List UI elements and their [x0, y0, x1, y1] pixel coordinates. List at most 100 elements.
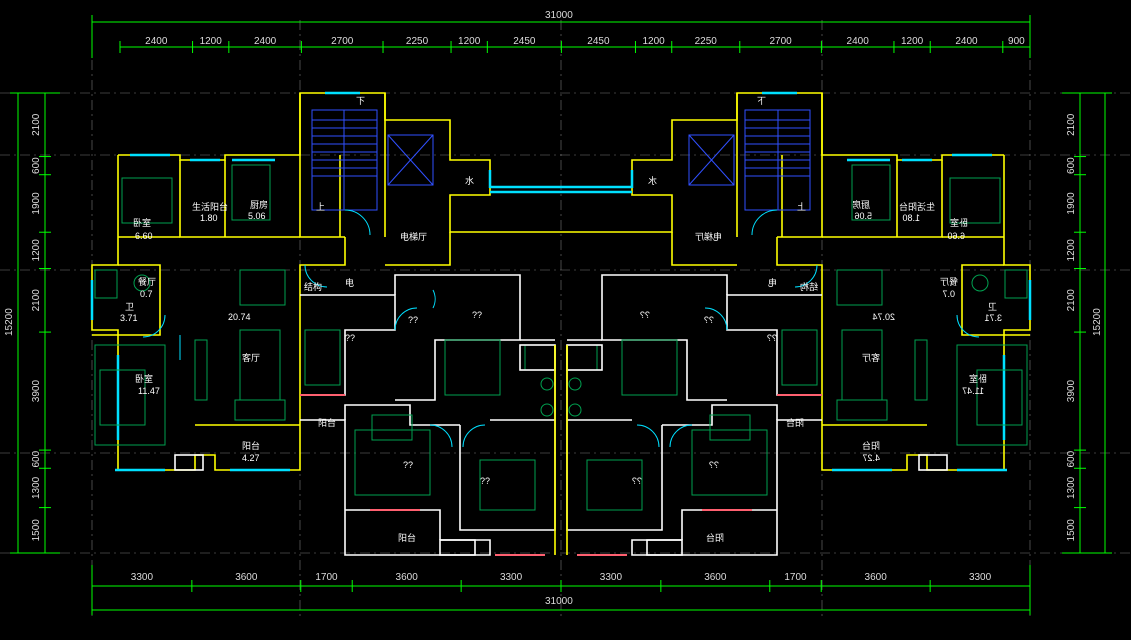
right-dimension-label: 1200 [1066, 239, 1077, 262]
top-dimension-label: 2450 [587, 36, 610, 47]
bottom-dimension-label: 3300 [969, 572, 992, 583]
left-service-balcony-label: 生活阳台 [192, 201, 228, 212]
bottom-dimension-label: 1700 [315, 572, 338, 583]
right-bath-label: 卫 [988, 302, 997, 312]
top-dimension-label: 900 [1008, 36, 1025, 47]
top-dimension-label: 2700 [769, 36, 792, 47]
right-dimension-label: 1500 [1066, 519, 1077, 542]
top-dimension-label: 2250 [406, 36, 429, 47]
left-stair-down-label: 下 [356, 96, 365, 106]
left-balcony-area: 4.27 [242, 453, 260, 463]
bottom-total-dimension: 31000 [545, 596, 573, 607]
left-dimension-label: 1500 [31, 519, 42, 542]
top-dimension-label: 2450 [513, 36, 536, 47]
right-dimension-label: 2100 [1066, 289, 1077, 312]
left-dimension-label: 1300 [31, 476, 42, 499]
left-electric-label: 电 [345, 277, 354, 288]
central-corridor [490, 185, 632, 555]
right-dimension-lines [1062, 92, 1112, 554]
left-unit-plan [90, 91, 561, 556]
top-dimension-label: 2400 [847, 36, 870, 47]
right-electric-label: 电 [768, 277, 777, 288]
left-living-label: 客厅 [242, 352, 260, 363]
right-dimension-label: 1900 [1066, 192, 1077, 215]
top-dimension-label: 2250 [695, 36, 718, 47]
left-dimension-lines [10, 92, 60, 554]
right-total-dimension: 15200 [1092, 308, 1103, 336]
left-room-q5: ?? [480, 476, 490, 486]
left-room-q3: ?? [345, 333, 355, 343]
left-kitchen-area: 5.06 [248, 211, 266, 221]
right-living-area-value: 20.74 [872, 312, 895, 322]
bottom-dimension-label: 3600 [704, 572, 727, 583]
right-water-label: 水 [648, 175, 657, 186]
left-bedroom-top-label: 卧室 [133, 217, 151, 228]
right-kitchen-label: 厨房 [852, 199, 870, 210]
left-bedroom-main-area: 11.47 [138, 386, 160, 396]
left-stair [311, 109, 378, 211]
right-bath-area: 3.71 [984, 313, 1002, 323]
left-total-dimension: 15200 [4, 308, 15, 336]
left-duct-b [439, 539, 476, 556]
right-room-q5: ?? [632, 476, 642, 486]
right-bedroom-top-area: 6.60 [947, 231, 965, 241]
left-dimension-label: 1200 [31, 239, 42, 262]
bottom-dimension-label: 3600 [235, 572, 258, 583]
left-shaft-label: 结构 [304, 281, 322, 292]
bottom-dimension-label: 3300 [500, 572, 523, 583]
left-duct-a [174, 454, 204, 471]
right-bottom-balcony-label: 阳台 [706, 532, 724, 543]
left-inner-balcony-label: 阳台 [318, 417, 336, 428]
left-living-area-value: 20.74 [228, 312, 251, 322]
right-kitchen-area: 5.06 [854, 211, 872, 221]
left-dimension-label: 600 [31, 450, 42, 467]
top-dimension-label: 2400 [145, 36, 168, 47]
right-bedroom-main-label: 卧室 [969, 373, 987, 384]
top-total-dimension: 31000 [545, 10, 573, 21]
left-bottom-balcony-label: 阳台 [398, 532, 416, 543]
left-dimension-label: 2100 [31, 113, 42, 136]
top-dimension-label: 1200 [642, 36, 665, 47]
left-dining-area: 0.7 [140, 289, 153, 299]
right-living-label: 客厅 [862, 352, 880, 363]
left-dining-label: 餐厅 [138, 276, 156, 287]
right-dining-area: 0.7 [942, 289, 955, 299]
top-dimension-label: 1200 [200, 36, 223, 47]
left-dimension-label: 1900 [31, 192, 42, 215]
right-room-q3: ?? [767, 333, 777, 343]
right-room-q4: ?? [709, 460, 719, 470]
top-dimension-label: 2400 [955, 36, 978, 47]
left-service-balcony-area: 1.80 [200, 213, 218, 223]
left-stair-up-label: 上 [316, 202, 325, 212]
left-elevator [387, 134, 434, 186]
right-stair-up-label: 上 [797, 202, 806, 212]
right-dimension-label: 3900 [1066, 380, 1077, 403]
right-service-balcony-label: 生活阳台 [899, 201, 935, 212]
left-water-label: 水 [465, 175, 474, 186]
right-bedroom-top-label: 卧室 [950, 217, 968, 228]
right-balcony-label: 阳台 [862, 440, 880, 451]
right-service-balcony-area: 1.80 [902, 213, 920, 223]
bottom-dimension-label: 1700 [784, 572, 807, 583]
right-dimension-label: 2100 [1066, 113, 1077, 136]
right-bedroom-main-area: 11.47 [962, 386, 984, 396]
right-room-q1: ?? [704, 315, 714, 325]
right-stair-down-label: 下 [757, 96, 766, 106]
left-bath-label: 卫 [125, 302, 134, 312]
left-elevator-hall-label: 电梯厅 [400, 231, 427, 242]
left-bedroom-top-area: 6.60 [135, 231, 153, 241]
right-elevator-hall-label: 电梯厅 [695, 231, 722, 242]
left-bath-area: 3.71 [120, 313, 138, 323]
right-inner-balcony-label: 阳台 [786, 417, 804, 428]
left-room-labels: 卧室 6.60 生活阳台 1.80 厨房 5.06 餐厅 0.7 卫 3.71 … [120, 96, 490, 543]
bottom-dimension-label: 3600 [396, 572, 419, 583]
right-room-labels: 卧室 6.60 生活阳台 1.80 厨房 5.06 餐厅 0.7 卫 3.71 … [632, 96, 1002, 543]
top-dimension-label: 1200 [458, 36, 481, 47]
top-dimension-label: 2400 [254, 36, 277, 47]
left-dimension-label: 600 [31, 157, 42, 174]
left-furniture [94, 164, 556, 511]
